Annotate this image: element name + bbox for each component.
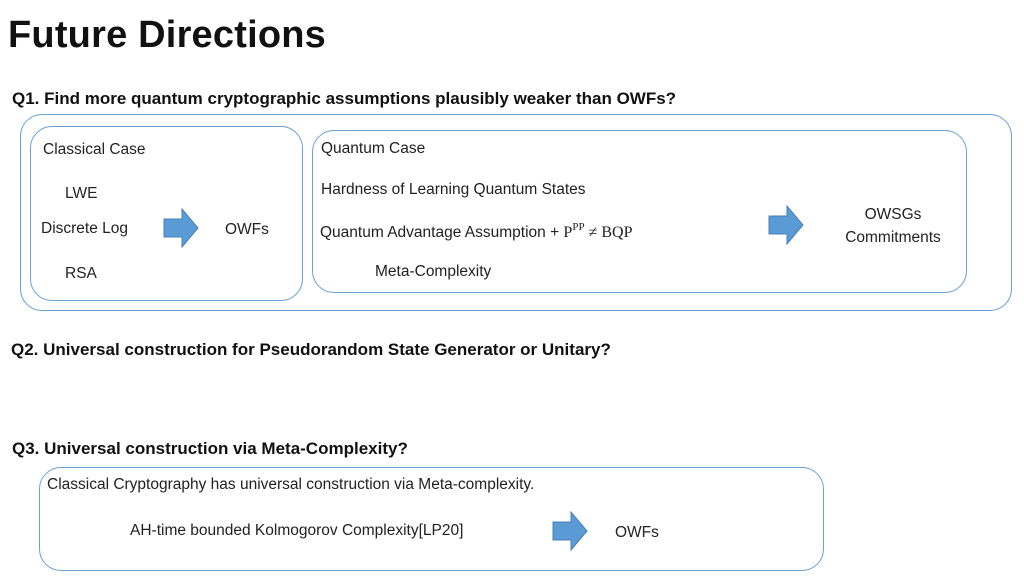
assumption-learning-quantum-states: Hardness of Learning Quantum States: [321, 181, 586, 198]
assumption-quantum-advantage: Quantum Advantage Assumption + PPP ≠ BQP: [320, 221, 632, 242]
quantum-result-commitments: Commitments: [845, 229, 941, 246]
question-q2: Q2. Universal construction for Pseudoran…: [11, 340, 611, 359]
kolmogorov-complexity: AH-time bounded Kolmogorov Complexity[LP…: [130, 522, 464, 539]
assumption-lwe: LWE: [65, 185, 98, 202]
page-title: Future Directions: [8, 14, 326, 56]
neq-bqp: ≠ BQP: [584, 224, 633, 241]
q3-statement: Classical Cryptography has universal con…: [47, 476, 535, 493]
q3-result-owfs: OWFs: [615, 524, 659, 541]
assumption-rsa: RSA: [65, 265, 97, 282]
q3-box: Classical Cryptography has universal con…: [39, 467, 824, 571]
question-q3: Q3. Universal construction via Meta-Comp…: [12, 439, 408, 458]
classical-case-label: Classical Case: [43, 141, 146, 158]
quantum-result-owsgs: OWSGs: [864, 206, 922, 223]
quantum-advantage-prefix: Quantum Advantage Assumption +: [320, 224, 564, 241]
right-arrow-icon: [768, 205, 804, 245]
assumption-discrete-log: Discrete Log: [41, 220, 129, 237]
class-pp-superscript: PP: [572, 221, 585, 233]
classical-result-owfs: OWFs: [225, 221, 269, 238]
right-arrow-icon: [552, 511, 588, 551]
assumption-meta-complexity: Meta-Complexity: [375, 263, 492, 280]
q1-outer-box: [20, 114, 1012, 311]
right-arrow-icon: [163, 208, 199, 248]
class-p: P: [563, 224, 573, 241]
quantum-case-box: Quantum Case Hardness of Learning Quantu…: [312, 130, 967, 293]
quantum-case-label: Quantum Case: [321, 140, 426, 157]
question-q1: Q1. Find more quantum cryptographic assu…: [12, 89, 677, 108]
classical-case-box: Classical Case LWE Discrete Log RSA OWFs: [30, 126, 303, 301]
